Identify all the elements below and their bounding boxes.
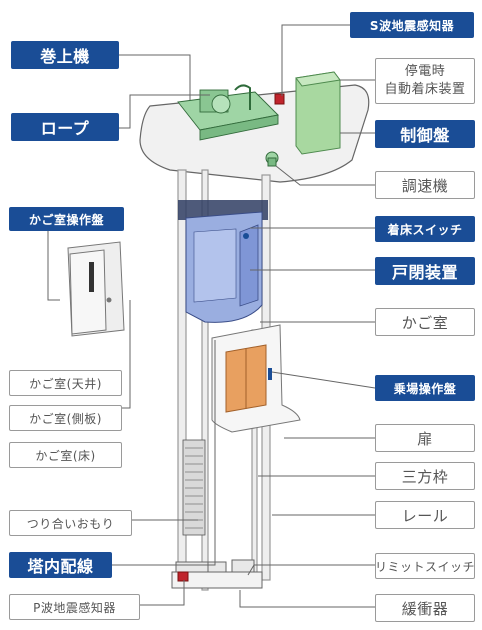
label-car-side: かご室(側板): [9, 405, 122, 431]
label-car-panel: かご室操作盤: [9, 207, 124, 231]
label-limit-switch: リミットスイッチ: [375, 553, 475, 579]
label-car-floor: かご室(床): [9, 442, 122, 468]
car-assembly: [178, 200, 268, 323]
s-wave-sensor-box: [274, 93, 285, 105]
label-rail: レール: [375, 501, 475, 529]
label-car: かご室: [375, 308, 475, 336]
landing-wall: [211, 324, 301, 433]
controller-cabinet: [295, 71, 341, 155]
label-door-operator: 戸閉装置: [375, 257, 475, 285]
counterweight: [182, 439, 206, 536]
hoist-machine: [177, 84, 279, 141]
label-three-side-frame: 三方枠: [375, 462, 475, 490]
label-governor: 調速機: [375, 171, 475, 199]
label-landing-switch: 着床スイッチ: [375, 216, 475, 242]
label-s-wave-sensor: S波地震感知器: [350, 12, 474, 38]
p-wave-sensor-box: [177, 571, 189, 582]
label-hall-panel: 乗場操作盤: [375, 375, 475, 401]
label-hoist: 巻上機: [11, 41, 119, 69]
label-hoistway-wiring: 塔内配線: [9, 552, 112, 578]
leader-lines: [47, 24, 376, 608]
governor-unit: [265, 151, 279, 167]
label-p-wave-sensor: P波地震感知器: [9, 594, 140, 620]
label-power-outage-landing: 停電時 自動着床装置: [375, 58, 475, 104]
label-rope: ロープ: [11, 113, 119, 141]
label-door: 扉: [375, 424, 475, 452]
label-counterweight: つり合いおもり: [9, 510, 132, 536]
label-controller: 制御盤: [375, 120, 475, 148]
car-panel-inset: [67, 241, 125, 337]
power-outage-line1: 停電時: [404, 64, 446, 79]
power-outage-line2: 自動着床装置: [384, 82, 466, 97]
label-buffer: 緩衝器: [375, 594, 475, 622]
label-car-ceiling: かご室(天井): [9, 370, 122, 396]
pit-buffers: [171, 559, 263, 589]
